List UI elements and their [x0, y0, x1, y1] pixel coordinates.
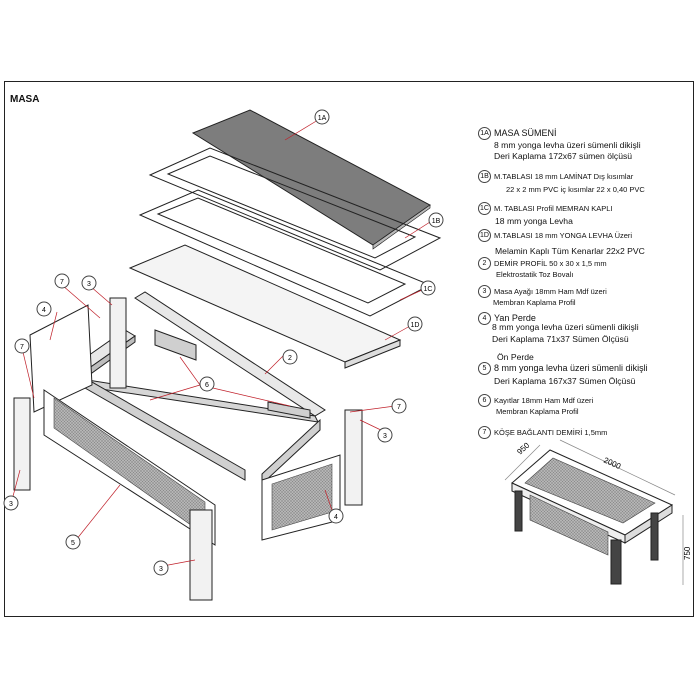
legend-badge-3: 3 [478, 285, 491, 298]
svg-text:4: 4 [334, 514, 338, 521]
svg-text:1D: 1D [411, 322, 420, 329]
svg-text:2: 2 [288, 355, 292, 362]
svg-text:1A: 1A [318, 115, 327, 122]
callout-3-top: 3 [81, 275, 97, 291]
callout-1D: 1D [407, 316, 423, 332]
legend-badge-1C: 1C [478, 202, 491, 215]
legend-4-line3: Deri Kaplama 71x37 Sümen Ölçüsü [492, 334, 629, 344]
svg-text:1B: 1B [432, 218, 441, 225]
legend-6-line2: Membran Kaplama Profil [496, 407, 579, 416]
callout-3-bottom: 3 [153, 560, 169, 576]
callout-7-left: 7 [14, 338, 30, 354]
legend-badge-1D: 1D [478, 229, 491, 242]
legend-badge-1A: 1A [478, 127, 491, 140]
dimension-depth: 950 [515, 440, 531, 456]
svg-text:6: 6 [205, 382, 209, 389]
callout-4-left: 4 [36, 301, 52, 317]
callout-circles: 1A 1B 1C 1D 2 6 7 3 7 3 4 7 3 5 3 4 [3, 109, 444, 576]
callout-7-top: 7 [54, 273, 70, 289]
legend-1C-line2: 18 mm yonga Levha [495, 216, 573, 226]
callout-3-right: 3 [377, 427, 393, 443]
legend-badge-5: 5 [478, 362, 491, 375]
table-top-frame [148, 147, 442, 271]
legend-5-line3: Deri Kaplama 167x37 Sümen Ölçüsü [494, 376, 636, 386]
table-top-leather-panel [191, 109, 431, 250]
drawing-frame [4, 81, 694, 617]
svg-text:1C: 1C [424, 286, 433, 293]
callout-7-right: 7 [391, 398, 407, 414]
legend-2-line2: Elektrostatik Toz Bovalı [496, 270, 574, 279]
legend-4-line2: 8 mm yonga levha üzeri sümenli dikişli [492, 322, 639, 332]
legend-badge-4: 4 [478, 312, 491, 325]
table-top-base-board [128, 244, 402, 369]
drawing-title: MASA [10, 94, 40, 105]
svg-text:5: 5 [71, 540, 75, 547]
svg-text:7: 7 [60, 279, 64, 286]
legend-badge-1B: 1B [478, 170, 491, 183]
svg-text:3: 3 [87, 281, 91, 288]
rails [84, 329, 321, 486]
assembled-table-view [504, 439, 684, 585]
svg-text:7: 7 [397, 404, 401, 411]
leader-lines [11, 119, 431, 567]
callout-5: 5 [65, 534, 81, 550]
callout-6: 6 [199, 376, 215, 392]
callout-3-left: 3 [3, 495, 19, 511]
legend-badge-2: 2 [478, 257, 491, 270]
callout-1B: 1B [428, 212, 444, 228]
legend-badge-7: 7 [478, 426, 491, 439]
svg-text:3: 3 [9, 501, 13, 508]
callout-1A: 1A [314, 109, 330, 125]
callout-4-right: 4 [328, 508, 344, 524]
callout-1C: 1C [420, 280, 436, 296]
svg-text:3: 3 [159, 566, 163, 573]
dimension-width: 2000 [602, 456, 622, 472]
legend-3-line2: Membran Kaplama Profil [493, 298, 576, 307]
side-panel-left [29, 304, 93, 413]
legend-1A-line2: 8 mm yonga levha üzeri sümenli dikişli [494, 140, 641, 150]
legend-5-line1: Ön Perde [497, 352, 534, 362]
dimension-height: 750 [683, 546, 692, 560]
svg-text:3: 3 [383, 433, 387, 440]
callout-2: 2 [282, 349, 298, 365]
legend-1B-line2: 22 x 2 mm PVC iç kısımlar 22 x 0,40 PVC [506, 185, 645, 194]
svg-text:4: 4 [42, 307, 46, 314]
legend-badge-6: 6 [478, 394, 491, 407]
table-legs [13, 297, 363, 601]
svg-text:7: 7 [20, 344, 24, 351]
legend-1D-line2: Melamin Kaplı Tüm Kenarlar 22x2 PVC [495, 246, 645, 256]
side-panel-right [261, 454, 341, 541]
legend-1A-line3: Deri Kaplama 172x67 sümen ölçüsü [494, 151, 633, 161]
